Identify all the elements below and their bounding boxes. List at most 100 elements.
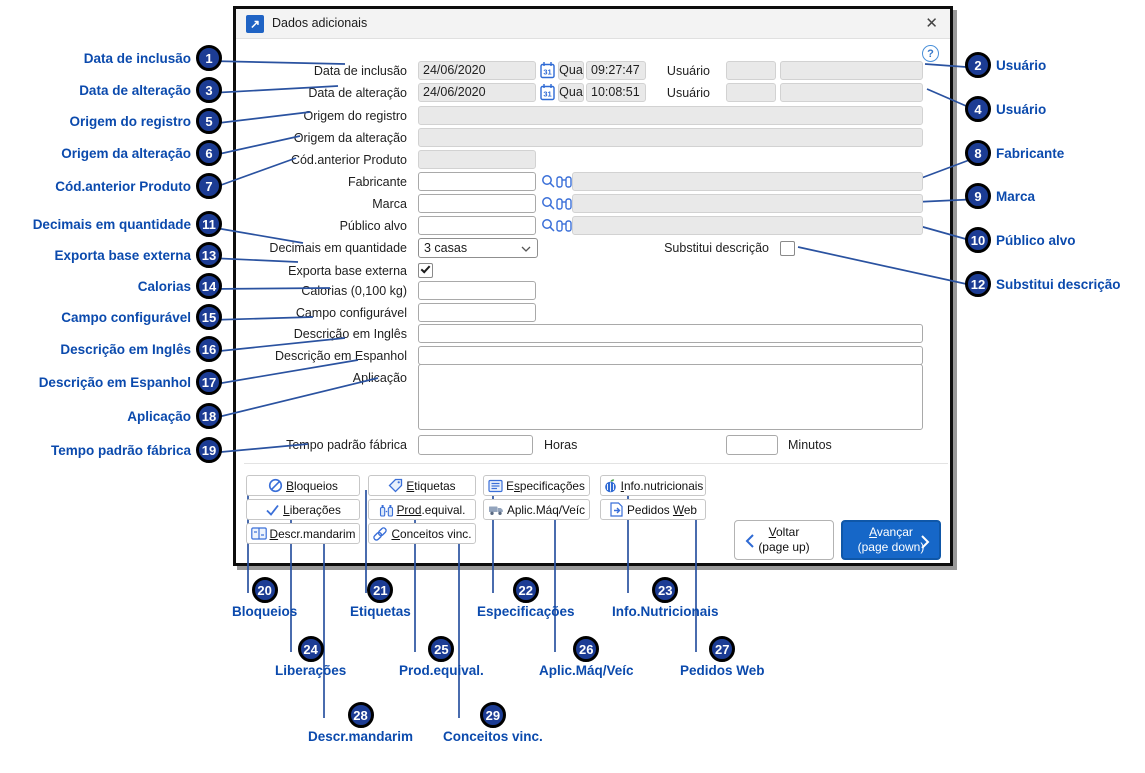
prod-equival-button[interactable]: Prod.equival.: [368, 499, 476, 520]
label-post: escr.mandarim: [278, 526, 356, 541]
voltar-line1: Voltar: [769, 525, 800, 540]
avancar-button[interactable]: Avançar (page down): [841, 520, 941, 560]
exporta-checkbox[interactable]: [418, 263, 433, 278]
callout-number: 22: [512, 577, 539, 603]
especificacoes-button[interactable]: Especificações: [483, 475, 590, 496]
callout-label: Público alvo: [996, 232, 1076, 248]
button-label: Bloqueios: [286, 479, 338, 493]
callout-number: 4: [965, 96, 991, 122]
callout-number: 12: [965, 271, 991, 297]
aplic-maq-veic-button[interactable]: Aplic.Máq/Veíc: [483, 499, 590, 520]
checkmark-icon: [420, 263, 431, 274]
data-alteracao-field: 24/06/2020: [418, 83, 536, 102]
calendar-icon[interactable]: 31: [540, 83, 555, 106]
callout-label: Descrição em Espanhol: [38, 374, 191, 390]
decimais-selected-value: 3 casas: [424, 241, 468, 255]
aplicacao-textarea[interactable]: [418, 364, 923, 430]
search-icon[interactable]: [541, 174, 555, 194]
search-icon[interactable]: [541, 196, 555, 216]
close-icon[interactable]: ✕: [925, 15, 938, 32]
callout-number: 3: [196, 77, 222, 103]
marca-desc-field: [572, 194, 923, 213]
label-accel: Prod: [396, 502, 422, 517]
label-post: tiquetas: [414, 478, 456, 493]
publico-alvo-input[interactable]: [418, 216, 536, 235]
usuario1-name-field: [780, 61, 923, 80]
block-icon: [268, 478, 283, 493]
etiquetas-button[interactable]: Etiquetas: [368, 475, 476, 496]
callout-label: Decimais em quantidade: [32, 216, 191, 232]
button-label: Liberações: [283, 503, 341, 517]
callout-number: 11: [196, 211, 222, 237]
descricao-ingles-input[interactable]: [418, 324, 923, 343]
info-nutricionais-button[interactable]: Info.nutricionais: [600, 475, 706, 496]
callout-label: Conceitos vinc.: [443, 729, 543, 744]
cod-anterior-field: [418, 150, 536, 169]
button-label: Aplic.Máq/Veíc: [507, 503, 585, 517]
publico-alvo-desc-field: [572, 216, 923, 235]
callout-label: Etiquetas: [350, 604, 411, 619]
nutrition-icon: [604, 479, 616, 493]
button-label: Conceitos vinc.: [391, 527, 471, 541]
button-label: Info.nutricionais: [621, 479, 704, 493]
label-accel: W: [672, 502, 684, 517]
label-accel: C: [391, 526, 401, 541]
binoculars-icon[interactable]: [556, 218, 572, 238]
conceitos-vinc-button[interactable]: Conceitos vinc.: [368, 523, 476, 544]
callout-label: Calorias: [137, 278, 191, 294]
label-accel: E: [406, 478, 415, 493]
fabricante-input[interactable]: [418, 172, 536, 191]
callout-number: 1: [196, 45, 222, 71]
callout-label: Bloqueios: [232, 604, 298, 619]
dialog-titlebar[interactable]: ↗ Dados adicionais ✕: [236, 9, 950, 39]
binoculars-icon[interactable]: [556, 174, 572, 194]
calendar-icon[interactable]: 31: [540, 61, 555, 84]
pedidos-web-button[interactable]: Pedidos Web: [600, 499, 706, 520]
descr-mandarim-button[interactable]: Descr.mandarim: [246, 523, 360, 544]
chevron-down-icon: [521, 246, 531, 252]
callout-label: Origem do registro: [69, 113, 191, 129]
data-alteracao-label: Data de alteração: [308, 86, 407, 100]
callout-number: 8: [965, 140, 991, 166]
callout-label: Tempo padrão fábrica: [50, 442, 191, 458]
decimais-select[interactable]: 3 casas: [418, 238, 538, 258]
callout-label: Origem da alteração: [61, 145, 191, 161]
tempo-minutos-input[interactable]: [726, 435, 778, 455]
marca-input[interactable]: [418, 194, 536, 213]
label-post: pecificações: [519, 478, 585, 493]
button-label: Etiquetas: [406, 479, 455, 493]
liberacoes-button[interactable]: Liberações: [246, 499, 360, 520]
help-icon[interactable]: ?: [922, 45, 939, 62]
callout-11: Decimais em quantidade 11: [33, 211, 222, 237]
campo-configuravel-input[interactable]: [418, 303, 536, 322]
substitui-checkbox[interactable]: [780, 241, 795, 256]
weekday-box: Qua: [558, 83, 584, 102]
voltar-line2: (page up): [758, 540, 810, 554]
tempo-horas-input[interactable]: [418, 435, 533, 455]
callout-number: 29: [479, 702, 506, 728]
bloqueios-button[interactable]: Bloqueios: [246, 475, 360, 496]
search-icon[interactable]: [541, 218, 555, 238]
descricao-espanhol-input[interactable]: [418, 346, 923, 365]
usuario2-code-field: [726, 83, 776, 102]
callout-number: 5: [196, 108, 222, 134]
decimais-label: Decimais em quantidade: [269, 241, 407, 255]
calendar-day-text: 31: [543, 68, 551, 77]
cod-anterior-label: Cód.anterior Produto: [290, 153, 407, 167]
callout-number: 28: [347, 702, 374, 728]
callout-label: Data de alteração: [79, 82, 191, 98]
voltar-button[interactable]: Voltar (page up): [734, 520, 834, 560]
binoculars-icon[interactable]: [556, 196, 572, 216]
calorias-input[interactable]: [418, 281, 536, 300]
